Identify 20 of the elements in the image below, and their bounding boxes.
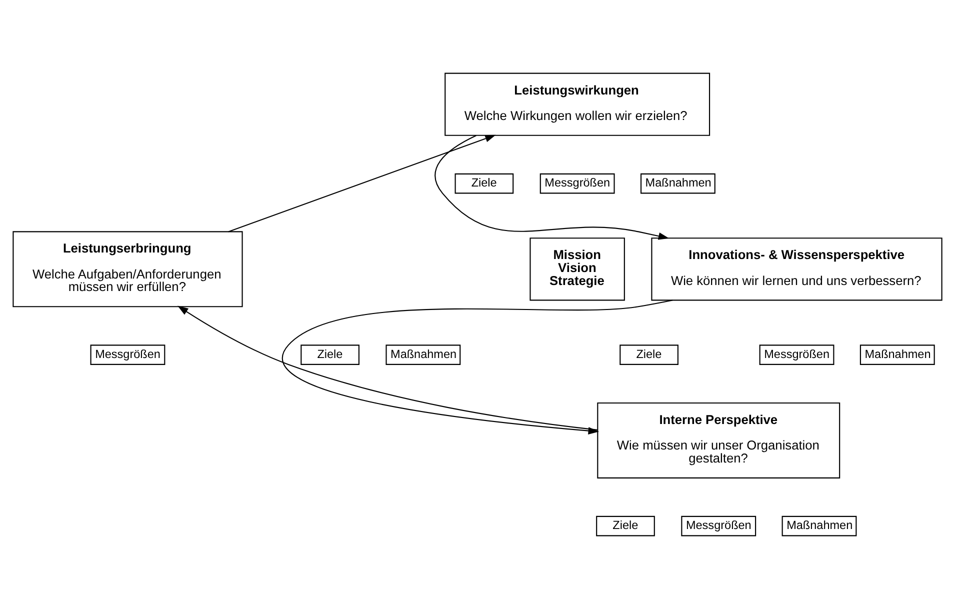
node-box: Mission Vision Strategie [530,238,625,301]
node-box: Maßnahmen [860,344,935,365]
arrow [434,135,670,240]
node-box: Maßnahmen [640,173,716,194]
node-box: Messgrößen [540,173,615,194]
arrow [178,306,598,430]
node-box: Interne Perspektive Wie müssen wir unser Organisation gestalten? [597,402,840,478]
node-box: Messgrößen [90,344,166,365]
node-box: Messgrößen [759,344,834,365]
node-box: Ziele [300,344,360,365]
node-box: Maßnahmen [782,516,857,536]
node-box: Innovations- & Wissensperspektive Wie können wir lernen und uns verbessern? [651,238,942,301]
node-box: Leistungserbringung Welche Aufgaben/Anforderungen müssen wir erfüllen? [12,231,243,308]
arrow [228,134,496,232]
node-box: Ziele [620,344,678,365]
node-box: Ziele [596,516,655,536]
node-box: Ziele [454,173,514,194]
node-box: Maßnahmen [386,344,461,365]
node-box: Leistungswirkungen Welche Wirkungen wollen wir erzielen? [444,72,710,136]
node-box: Messgrößen [681,516,756,536]
